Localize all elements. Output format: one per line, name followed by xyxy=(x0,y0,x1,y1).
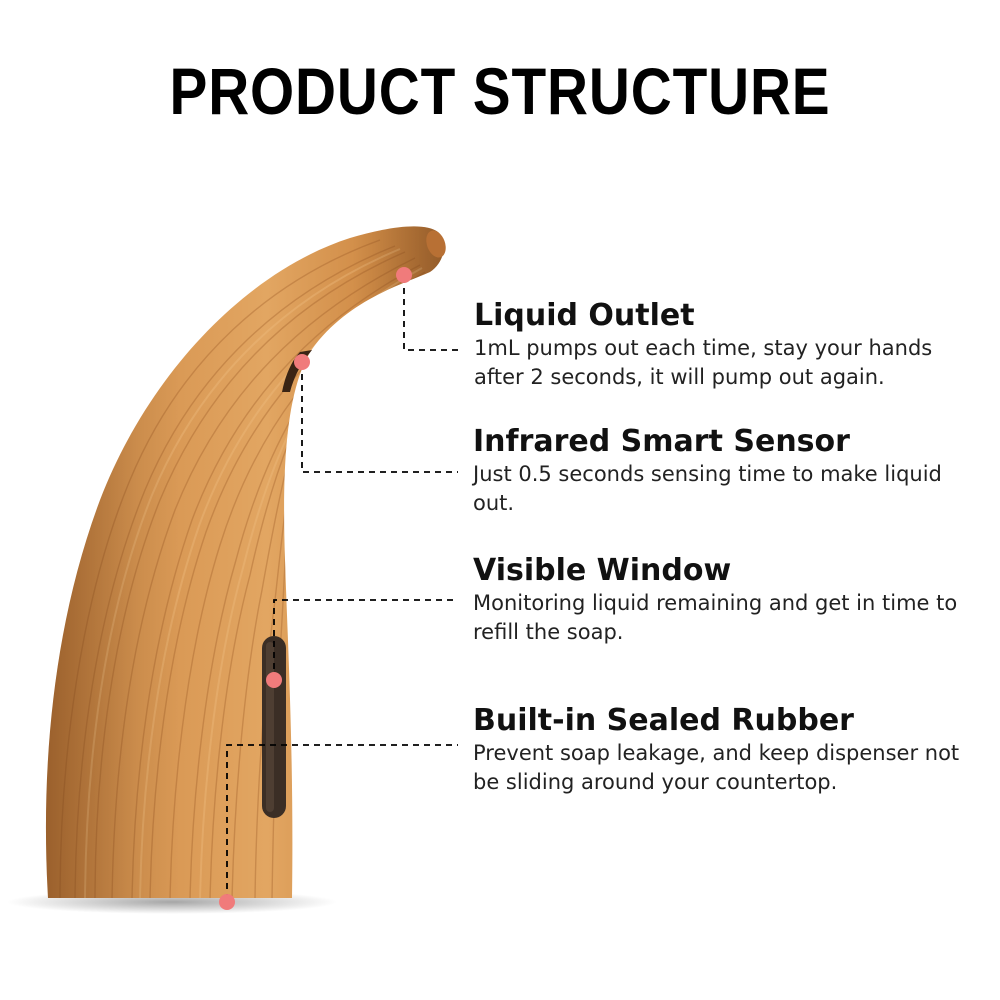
marker-window xyxy=(266,672,282,688)
leader-rubber xyxy=(226,744,458,900)
marker-sensor xyxy=(294,354,310,370)
markers xyxy=(219,267,412,910)
sensor-slot xyxy=(282,350,312,392)
marker-outlet xyxy=(396,267,412,283)
feature-title: Infrared Smart Sensor xyxy=(473,424,850,459)
leader-sensor xyxy=(301,363,458,473)
feature-visible-window: Visible Window Monitoring liquid remaini… xyxy=(473,553,983,647)
outlet-tip xyxy=(426,230,446,258)
dispenser-body xyxy=(45,226,444,898)
feature-title: Visible Window xyxy=(473,553,732,588)
feature-description: Monitoring liquid remaining and get in t… xyxy=(473,591,958,644)
feature-description: Just 0.5 seconds sensing time to make li… xyxy=(473,462,942,515)
leader-lines xyxy=(226,277,458,900)
feature-liquid-outlet: Liquid Outlet 1mL pumps out each time, s… xyxy=(474,298,974,392)
feature-description: 1mL pumps out each time, stay your hands… xyxy=(474,336,933,389)
feature-infrared-sensor: Infrared Smart Sensor Just 0.5 seconds s… xyxy=(473,424,983,518)
feature-title: Liquid Outlet xyxy=(474,298,695,333)
leader-outlet xyxy=(403,277,458,351)
feature-sealed-rubber: Built-in Sealed Rubber Prevent soap leak… xyxy=(473,703,983,797)
leader-window xyxy=(273,599,458,680)
feature-title: Built-in Sealed Rubber xyxy=(473,703,854,738)
page-title: PRODUCT STRUCTURE xyxy=(169,54,831,128)
marker-rubber xyxy=(219,894,235,910)
feature-description: Prevent soap leakage, and keep dispenser… xyxy=(473,741,960,794)
